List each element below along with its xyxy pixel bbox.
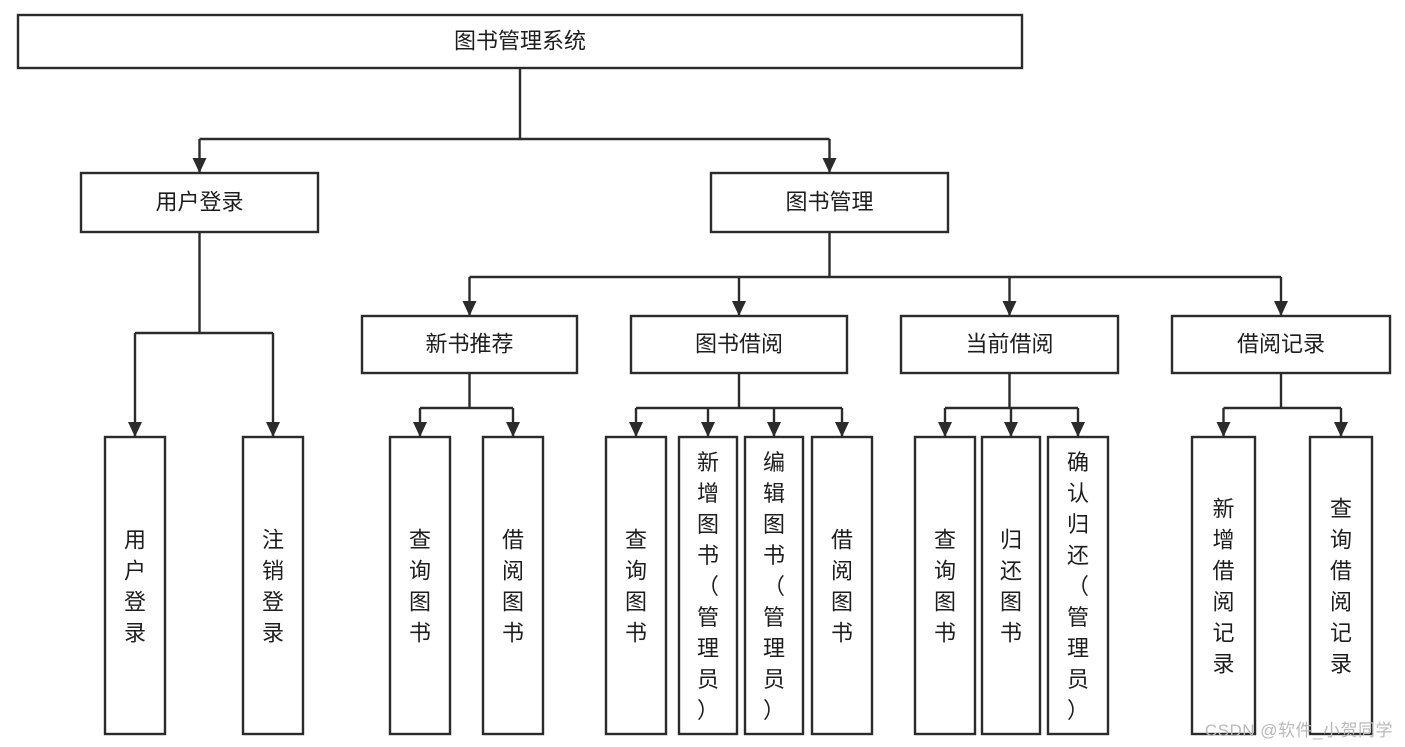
arrow-head-icon (506, 422, 520, 437)
node-box[interactable] (241, 435, 305, 736)
node-leaf-borrow-book-2[interactable]: 借阅图书 (810, 435, 874, 736)
node-box[interactable] (913, 435, 977, 736)
arrow-head-icon (413, 422, 427, 437)
node-current-borrow[interactable]: 当前借阅 (899, 314, 1120, 375)
node-label: 新增借阅记录 (1212, 497, 1234, 677)
node-label: 归还图书 (1000, 528, 1022, 646)
node-box[interactable] (899, 314, 1120, 375)
node-book-manage[interactable]: 图书管理 (709, 171, 950, 234)
node-leaf-borrow-book-1[interactable]: 借阅图书 (481, 435, 545, 736)
node-label: 图书借阅 (695, 331, 783, 356)
node-label: 编辑图书（管理员） (763, 450, 785, 723)
connector-layer (128, 68, 1348, 437)
node-borrow-record[interactable]: 借阅记录 (1170, 314, 1392, 375)
node-label: 借阅图书 (831, 528, 853, 646)
node-label: 新书推荐 (425, 331, 513, 356)
node-box[interactable] (388, 435, 452, 736)
arrow-head-icon (1004, 422, 1018, 437)
arrow-head-icon (462, 301, 477, 316)
arrow-head-icon (1216, 422, 1231, 437)
arrow-head-icon (629, 422, 643, 437)
node-box[interactable] (810, 435, 874, 736)
node-box[interactable] (103, 435, 167, 736)
node-box[interactable] (79, 171, 320, 234)
arrow-head-icon (192, 158, 207, 173)
arrow-head-icon (1002, 301, 1017, 316)
node-label: 查询图书 (934, 528, 956, 646)
node-box[interactable] (1308, 435, 1374, 736)
node-layer: 图书管理系统用户登录图书管理新书推荐图书借阅当前借阅借阅记录用户登录注销登录查询… (16, 13, 1392, 736)
node-label: 新增图书（管理员） (697, 450, 719, 723)
node-label: 借阅图书 (502, 528, 524, 646)
node-box[interactable] (16, 13, 1024, 70)
node-label: 查询图书 (409, 528, 431, 646)
node-label: 当前借阅 (965, 331, 1053, 356)
node-leaf-add-record[interactable]: 新增借阅记录 (1190, 435, 1257, 736)
node-box[interactable] (481, 435, 545, 736)
arrow-head-icon (1071, 422, 1085, 437)
node-box[interactable] (629, 314, 849, 375)
node-label: 用户登录 (155, 189, 243, 214)
node-leaf-query-record[interactable]: 查询借阅记录 (1308, 435, 1374, 736)
arrow-head-icon (128, 422, 142, 437)
arrow-head-icon (701, 422, 715, 437)
node-box[interactable] (709, 171, 950, 234)
node-box[interactable] (360, 314, 579, 375)
arrow-head-icon (732, 301, 746, 316)
node-leaf-query-book-2[interactable]: 查询图书 (604, 435, 668, 736)
node-box[interactable] (677, 435, 739, 736)
node-leaf-query-book-3[interactable]: 查询图书 (913, 435, 977, 736)
node-label: 查询借阅记录 (1330, 497, 1352, 677)
node-label: 用户登录 (124, 528, 146, 646)
node-box[interactable] (604, 435, 668, 736)
node-leaf-add-book[interactable]: 新增图书（管理员） (677, 435, 739, 736)
arrow-head-icon (1334, 422, 1348, 437)
node-label: 确认归还（管理员） (1067, 450, 1089, 723)
node-box[interactable] (1190, 435, 1257, 736)
node-box[interactable] (980, 435, 1042, 736)
node-leaf-query-book-1[interactable]: 查询图书 (388, 435, 452, 736)
arrow-head-icon (767, 422, 781, 437)
node-label: 图书管理系统 (454, 28, 586, 53)
node-leaf-user-login[interactable]: 用户登录 (103, 435, 167, 736)
arrow-head-icon (266, 422, 280, 437)
node-box[interactable] (1046, 435, 1110, 736)
node-user-login[interactable]: 用户登录 (79, 171, 320, 234)
node-leaf-edit-book[interactable]: 编辑图书（管理员） (743, 435, 805, 736)
node-label: 查询图书 (625, 528, 647, 646)
node-label: 借阅记录 (1237, 331, 1325, 356)
node-leaf-confirm-return[interactable]: 确认归还（管理员） (1046, 435, 1110, 736)
node-root-图书管理系统[interactable]: 图书管理系统 (16, 13, 1024, 70)
node-leaf-return-book[interactable]: 归还图书 (980, 435, 1042, 736)
arrow-head-icon (938, 422, 952, 437)
node-new-book-recommend[interactable]: 新书推荐 (360, 314, 579, 375)
node-leaf-user-logout[interactable]: 注销登录 (241, 435, 305, 736)
node-label: 注销登录 (262, 528, 284, 646)
arrow-head-icon (1274, 301, 1288, 316)
arrow-head-icon (835, 422, 849, 437)
node-box[interactable] (743, 435, 805, 736)
arrow-head-icon (822, 158, 837, 173)
node-box[interactable] (1170, 314, 1392, 375)
node-label: 图书管理 (785, 189, 873, 214)
node-book-borrow[interactable]: 图书借阅 (629, 314, 849, 375)
